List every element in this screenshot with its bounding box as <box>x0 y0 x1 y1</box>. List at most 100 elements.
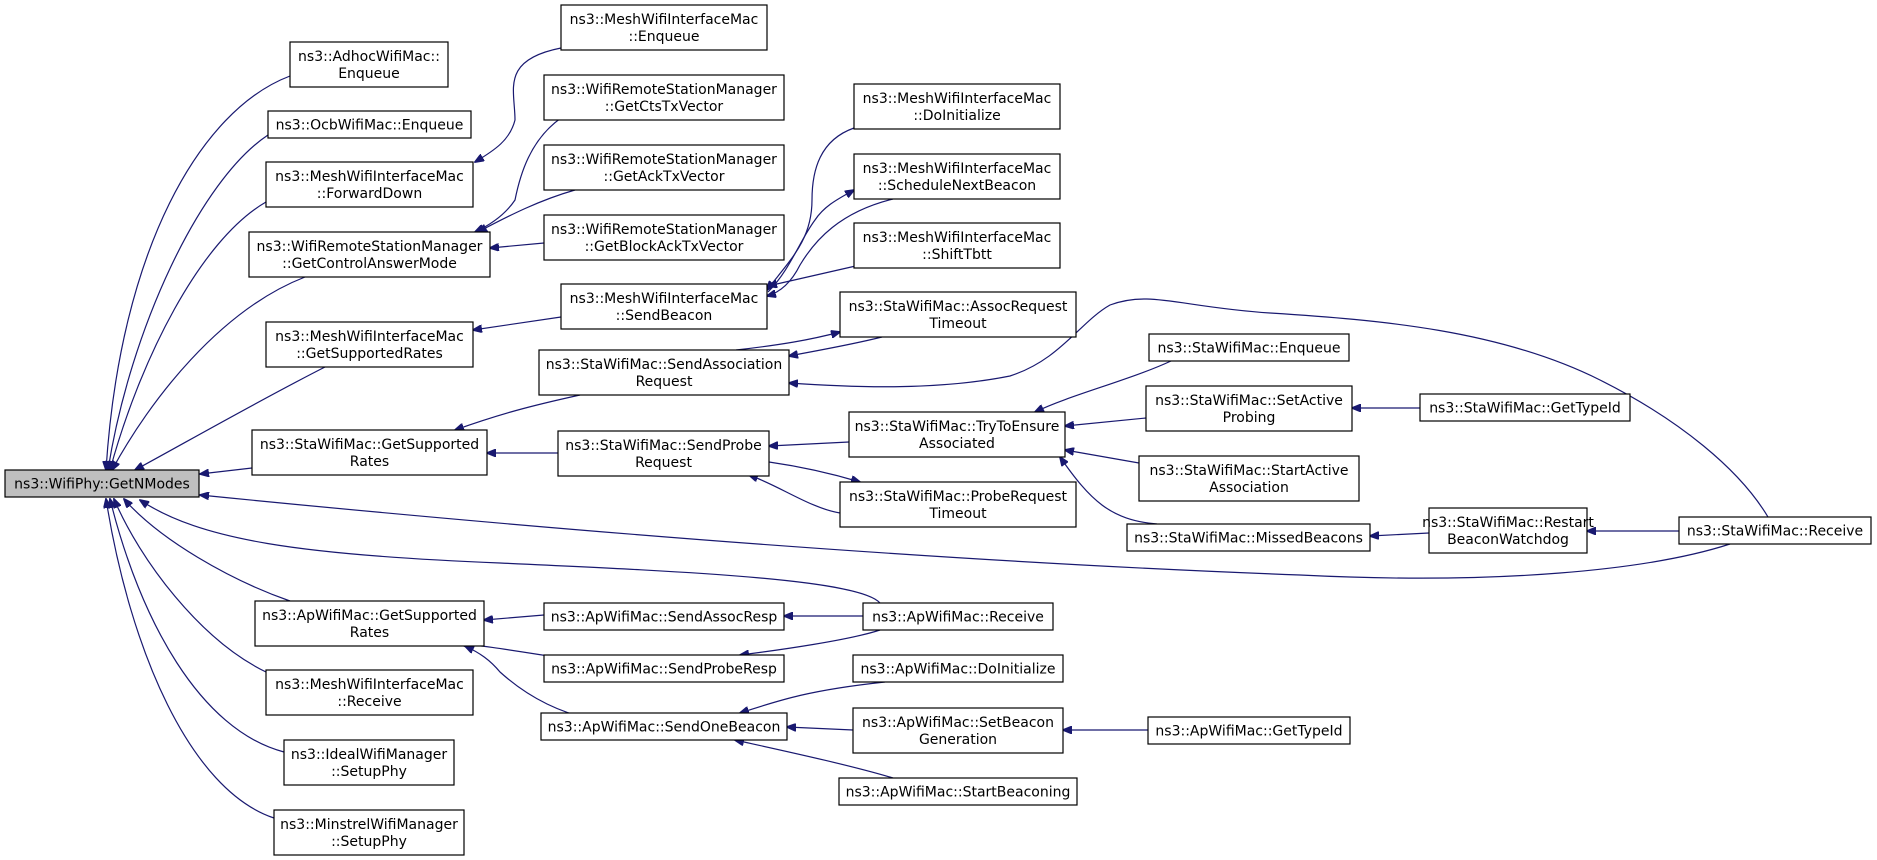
node-label: ns3::StaWifiMac::MissedBeacons <box>1134 531 1363 547</box>
node-n7[interactable]: ns3::ApWifiMac::GetSupportedRates <box>254 600 485 647</box>
node-n3[interactable]: ns3::MeshWifiInterfaceMac::ForwardDown <box>265 161 474 208</box>
node-n5[interactable]: ns3::MeshWifiInterfaceMac::GetSupportedR… <box>265 321 474 368</box>
node-box[interactable] <box>838 777 1078 806</box>
node-box[interactable] <box>543 602 785 631</box>
edge-n24-to-n16 <box>789 336 883 356</box>
node-box[interactable] <box>1678 516 1872 545</box>
node-n1[interactable]: ns3::AdhocWifiMac::Enqueue <box>289 41 449 88</box>
node-box[interactable] <box>248 231 491 278</box>
node-n30[interactable]: ns3::ApWifiMac::StartBeaconing <box>838 777 1078 806</box>
node-box[interactable] <box>540 712 788 741</box>
node-box[interactable] <box>853 222 1061 269</box>
node-n34[interactable]: ns3::StaWifiMac::MissedBeacons <box>1126 523 1371 552</box>
node-box[interactable] <box>538 349 790 396</box>
node-box[interactable] <box>1147 716 1351 745</box>
node-label: ::Enqueue <box>628 29 699 45</box>
node-box[interactable] <box>254 600 485 647</box>
node-n37[interactable]: ns3::StaWifiMac::Receive <box>1678 516 1872 545</box>
node-label: ns3::ApWifiMac::SendProbeResp <box>551 662 777 678</box>
node-box[interactable] <box>265 161 474 208</box>
node-box[interactable] <box>265 669 474 716</box>
node-box[interactable] <box>1126 523 1371 552</box>
node-box[interactable] <box>251 429 488 476</box>
node-box[interactable] <box>1145 385 1353 432</box>
node-box[interactable] <box>265 321 474 368</box>
node-n13[interactable]: ns3::WifiRemoteStationManager::GetAckTxV… <box>543 144 785 191</box>
node-label: ns3::StaWifiMac::ProbeRequest <box>849 489 1068 505</box>
node-n14[interactable]: ns3::WifiRemoteStationManager::GetBlockA… <box>543 214 785 261</box>
node-n21[interactable]: ns3::MeshWifiInterfaceMac::DoInitialize <box>853 83 1061 130</box>
node-box[interactable] <box>289 41 449 88</box>
node-n28[interactable]: ns3::ApWifiMac::DoInitialize <box>852 654 1064 683</box>
node-box[interactable] <box>543 214 785 261</box>
node-box[interactable] <box>1148 333 1350 362</box>
node-box[interactable] <box>557 430 770 477</box>
node-n31[interactable]: ns3::StaWifiMac::Enqueue <box>1148 333 1350 362</box>
node-box[interactable] <box>543 654 785 683</box>
node-box[interactable] <box>853 153 1061 200</box>
node-n4[interactable]: ns3::WifiRemoteStationManager::GetContro… <box>248 231 491 278</box>
node-box[interactable] <box>543 74 785 121</box>
node-label: Enqueue <box>338 66 400 82</box>
node-label: ns3::AdhocWifiMac:: <box>298 49 440 65</box>
node-label: Probing <box>1223 410 1276 426</box>
node-n22[interactable]: ns3::MeshWifiInterfaceMac::ScheduleNextB… <box>853 153 1061 200</box>
node-box[interactable] <box>267 110 472 139</box>
node-box[interactable] <box>1138 455 1360 502</box>
node-box[interactable] <box>862 602 1054 631</box>
node-n27[interactable]: ns3::ApWifiMac::Receive <box>862 602 1054 631</box>
node-n10[interactable]: ns3::MinstrelWifiManager::SetupPhy <box>273 809 465 856</box>
node-label: ns3::StaWifiMac::GetSupported <box>260 437 479 453</box>
edge-n30-to-n20 <box>735 740 894 779</box>
node-n38[interactable]: ns3::ApWifiMac::GetTypeId <box>1147 716 1351 745</box>
node-label: ns3::IdealWifiManager <box>291 747 447 763</box>
edge-n37-to-n16 <box>789 298 1769 518</box>
node-n8[interactable]: ns3::MeshWifiInterfaceMac::Receive <box>265 669 474 716</box>
node-n20[interactable]: ns3::ApWifiMac::SendOneBeacon <box>540 712 788 741</box>
node-box[interactable] <box>273 809 465 856</box>
node-label: ns3::StaWifiMac::SendAssociation <box>546 357 782 373</box>
node-label: ns3::ApWifiMac::SetBeacon <box>862 715 1054 731</box>
edge-n16-to-n24 <box>735 332 840 351</box>
node-n35[interactable]: ns3::StaWifiMac::GetTypeId <box>1419 393 1631 422</box>
node-label: ::GetAckTxVector <box>604 169 725 185</box>
node-box[interactable] <box>560 4 768 51</box>
node-n23[interactable]: ns3::MeshWifiInterfaceMac::ShiftTbtt <box>853 222 1061 269</box>
node-n9[interactable]: ns3::IdealWifiManager::SetupPhy <box>283 739 455 786</box>
node-n19[interactable]: ns3::ApWifiMac::SendProbeResp <box>543 654 785 683</box>
node-box[interactable] <box>1428 507 1588 554</box>
node-n0[interactable]: ns3::WifiPhy::GetNModes <box>4 469 200 498</box>
node-box[interactable] <box>543 144 785 191</box>
node-n2[interactable]: ns3::OcbWifiMac::Enqueue <box>267 110 472 139</box>
node-n6[interactable]: ns3::StaWifiMac::GetSupportedRates <box>251 429 488 476</box>
edge-n29-to-n20 <box>787 727 854 730</box>
node-box[interactable] <box>852 654 1064 683</box>
node-label: ::ShiftTbtt <box>922 247 992 263</box>
node-box[interactable] <box>853 83 1061 130</box>
node-box[interactable] <box>4 469 200 498</box>
node-box[interactable] <box>560 283 768 330</box>
node-box[interactable] <box>1419 393 1631 422</box>
node-n18[interactable]: ns3::ApWifiMac::SendAssocResp <box>543 602 785 631</box>
edge-n1-to-n0 <box>106 75 291 470</box>
node-n15[interactable]: ns3::MeshWifiInterfaceMac::SendBeacon <box>560 283 768 330</box>
edge-n20-to-n7 <box>465 646 591 720</box>
node-box[interactable] <box>848 411 1066 458</box>
node-n11[interactable]: ns3::MeshWifiInterfaceMac::Enqueue <box>560 4 768 51</box>
node-box[interactable] <box>852 707 1064 754</box>
node-label: ns3::MinstrelWifiManager <box>280 817 458 833</box>
node-box[interactable] <box>283 739 455 786</box>
node-box[interactable] <box>839 481 1077 528</box>
node-n12[interactable]: ns3::WifiRemoteStationManager::GetCtsTxV… <box>543 74 785 121</box>
node-box[interactable] <box>839 291 1077 338</box>
